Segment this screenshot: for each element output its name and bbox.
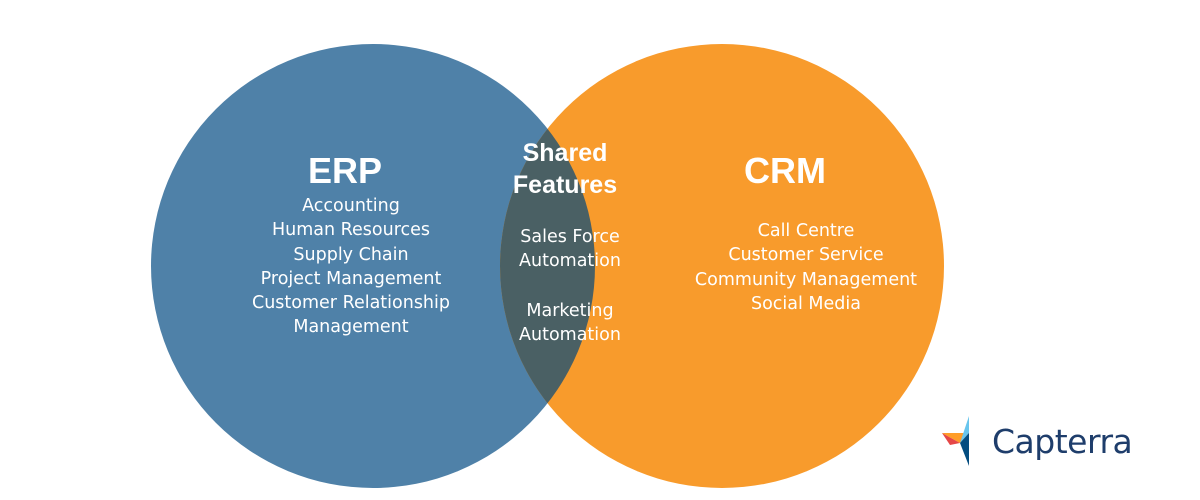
crm-circle <box>500 44 944 488</box>
shared-title-line: Features <box>512 171 618 199</box>
logo-text: Capterra <box>992 421 1133 461</box>
erp-item: Human Resources <box>271 220 431 241</box>
erp-circle <box>151 44 595 488</box>
erp-item: Project Management <box>260 268 442 289</box>
capterra-arrow-icon <box>942 416 969 466</box>
crm-item: Call Centre <box>757 221 855 241</box>
capterra-logo[interactable]: Capterra <box>940 415 1133 467</box>
crm-items: Call Centre Customer Service Community M… <box>675 219 937 316</box>
erp-item: Customer Relationship <box>252 293 450 314</box>
shared-item: Sales Force <box>520 227 620 247</box>
shared-item: Marketing <box>526 300 614 321</box>
crm-item: Social Media <box>750 293 861 314</box>
erp-items: Accounting Human Resources Supply Chain … <box>220 194 482 340</box>
shared-item: Automation <box>519 251 621 272</box>
spacer <box>470 274 670 299</box>
erp-item: Accounting <box>302 196 400 216</box>
erp-item: Supply Chain <box>293 244 409 265</box>
erp-item: Management <box>293 317 409 338</box>
crm-item: Community Management <box>694 269 918 290</box>
crm-title: CRM <box>744 150 826 191</box>
shared-title-line: Shared <box>522 139 608 167</box>
erp-title: ERP <box>307 150 383 191</box>
shared-item: Automation <box>519 324 621 345</box>
crm-item: Customer Service <box>728 245 884 266</box>
shared-title: Shared Features <box>480 137 650 201</box>
shared-items: Sales Force Automation Marketing Automat… <box>470 225 670 347</box>
